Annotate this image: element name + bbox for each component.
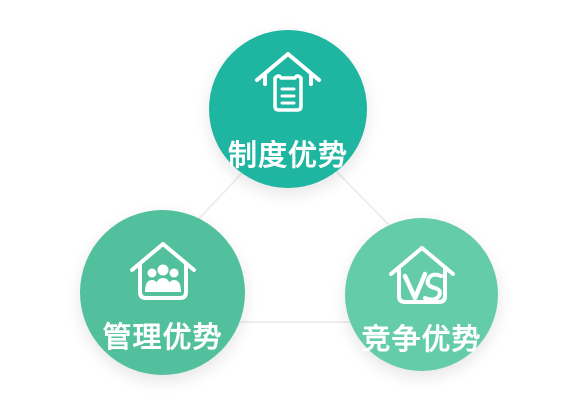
node-label-left: 管理优势 [102, 320, 223, 354]
node-label-top: 制度优势 [227, 138, 348, 172]
node-label-right: 竞争优势 [361, 322, 482, 356]
node-institutional-advantage: 制度优势 [209, 30, 367, 188]
node-competitive-advantage: 竞争优势 [345, 218, 498, 371]
house-vs-icon [388, 246, 455, 304]
node-management-advantage: 管理优势 [80, 210, 245, 375]
house-people-icon [129, 242, 196, 300]
connector-top-right [334, 169, 393, 229]
house-document-icon [255, 52, 321, 112]
